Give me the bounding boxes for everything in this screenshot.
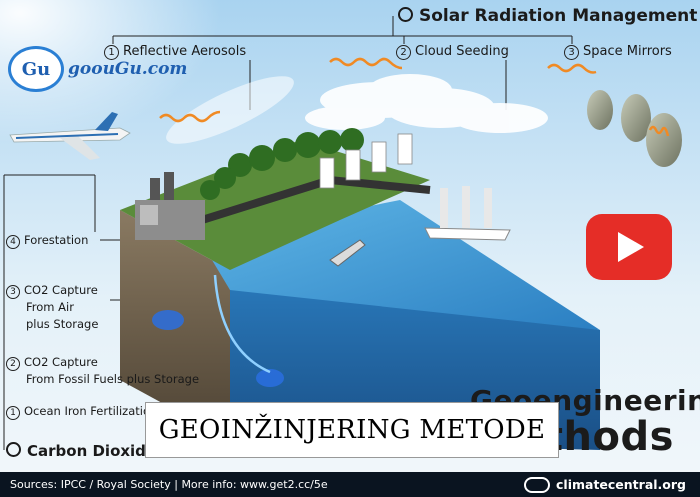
airplane [9,112,131,160]
footer-bar: Sources: IPCC / Royal Society | More inf… [0,472,700,497]
aerosol-spray [166,76,294,144]
watermark-logo: Gu goouGu.com [8,46,187,92]
storage-site-1 [152,310,184,330]
watermark-text: goouGu.com [68,59,188,79]
climatecentral-icon [524,476,550,493]
air-capture-panels [319,133,413,189]
power-plant [135,172,205,240]
srm-title: Solar Radiation Management [398,6,697,26]
space-mirrors [587,90,682,167]
brand-label: climatecentral.org [524,476,686,494]
sources-text: Sources: IPCC / Royal Society | More inf… [10,478,328,491]
caption-overlay: GEOINŽINJERING METODE [145,402,559,458]
watermark-badge: Gu [8,46,64,92]
storage-site-2 [256,369,284,387]
forest [200,128,364,200]
sun-rays [159,57,670,137]
clouds [305,74,548,133]
fertilization-ship [329,239,366,267]
cloud-seeding-ship [424,186,511,241]
